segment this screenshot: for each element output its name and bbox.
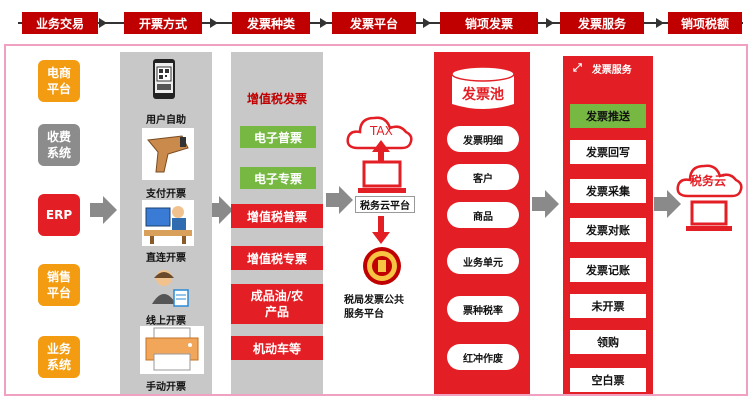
down-arrow-icon bbox=[372, 216, 390, 244]
stage-invoicing-method: 开票方式 bbox=[124, 12, 202, 34]
stage-invoice-type: 发票种类 bbox=[232, 12, 310, 34]
online-user-icon bbox=[152, 270, 189, 307]
service-item: 未开票 bbox=[570, 294, 646, 318]
method-label: 支付开票 bbox=[146, 189, 186, 200]
type-e-general-invoice: 电子普票 bbox=[240, 126, 316, 148]
method-label: 线上开票 bbox=[146, 316, 186, 327]
desk-worker-icon bbox=[142, 200, 194, 246]
output-cloud-icon bbox=[676, 164, 743, 198]
service-item: 发票对账 bbox=[570, 218, 646, 242]
arrow-right bbox=[326, 186, 354, 214]
flow-arrowhead bbox=[210, 18, 218, 28]
pool-item: 票种税率 bbox=[447, 296, 519, 322]
tax-bureau-emblem-icon bbox=[363, 247, 401, 285]
arrow-right bbox=[90, 196, 118, 224]
pool-item: 发票明细 bbox=[447, 126, 519, 152]
service-item: 领购 bbox=[570, 330, 646, 354]
arrow-right bbox=[654, 190, 682, 218]
database-icon bbox=[451, 66, 515, 109]
source-ecommerce: 电商 平台 bbox=[38, 60, 80, 102]
pool-item: 红冲作废 bbox=[447, 344, 519, 370]
invoice-pool-title: 发票池 bbox=[462, 87, 504, 103]
source-erp: ERP bbox=[38, 194, 80, 236]
stage-business-transaction: 业务交易 bbox=[22, 12, 98, 34]
type-vat-general: 增值税普票 bbox=[231, 204, 323, 228]
source-business-system: 业务 系统 bbox=[38, 336, 80, 378]
arrow-right bbox=[212, 196, 240, 224]
vat-invoice-heading: 增值税发票 bbox=[246, 92, 307, 106]
output-tax-cloud-label: 税务云 bbox=[690, 174, 727, 188]
service-item: 发票回写 bbox=[570, 140, 646, 164]
stage-invoice-platform: 发票平台 bbox=[332, 12, 416, 34]
laptop-icon bbox=[358, 160, 406, 193]
type-motor-vehicle: 机动车等 bbox=[231, 336, 323, 360]
flow-arrowhead bbox=[546, 18, 554, 28]
tax-tag: TAX bbox=[370, 124, 393, 138]
method-label: 手动开票 bbox=[146, 382, 186, 393]
method-label: 用户自助 bbox=[146, 115, 186, 126]
printer-icon bbox=[140, 326, 204, 374]
type-oil-agri: 成品油/农 产品 bbox=[231, 284, 323, 324]
pool-item: 商品 bbox=[447, 202, 519, 228]
tax-bureau-platform-label: 税局发票公共 服务平台 bbox=[344, 295, 404, 320]
service-title: 发票服务 bbox=[591, 64, 632, 76]
up-arrow-icon bbox=[372, 140, 390, 168]
flow-arrowhead bbox=[423, 18, 431, 28]
stage-output-tax: 销项税额 bbox=[668, 12, 742, 34]
output-laptop-icon bbox=[686, 200, 732, 231]
flow-arrowhead bbox=[99, 18, 107, 28]
stage-invoice-service: 发票服务 bbox=[560, 12, 644, 34]
tax-cloud-platform-label: 税务云平台 bbox=[355, 196, 415, 213]
service-item: 发票采集 bbox=[570, 179, 646, 203]
method-label: 直连开票 bbox=[146, 253, 186, 264]
type-e-special-invoice: 电子专票 bbox=[240, 167, 316, 189]
service-header: ⤢ 发票服务 bbox=[563, 56, 653, 80]
flow-arrowhead bbox=[656, 18, 664, 28]
arrow-right bbox=[532, 190, 560, 218]
service-item: 发票推送 bbox=[570, 104, 646, 128]
flow-arrowhead bbox=[320, 18, 328, 28]
stage-output-invoice: 销项发票 bbox=[440, 12, 538, 34]
share-icon: ⤢ bbox=[573, 61, 582, 74]
pool-item: 业务单元 bbox=[447, 248, 519, 274]
pool-item: 客户 bbox=[447, 164, 519, 190]
service-item: 发票记账 bbox=[570, 258, 646, 282]
barcode-scanner-icon bbox=[142, 128, 194, 180]
source-billing-system: 收费 系统 bbox=[38, 124, 80, 166]
phone-qr-icon bbox=[153, 59, 175, 99]
source-sales-platform: 销售 平台 bbox=[38, 264, 80, 306]
service-item: 空白票 bbox=[570, 368, 646, 392]
tax-cloud-icon bbox=[346, 116, 413, 150]
type-vat-special: 增值税专票 bbox=[231, 246, 323, 270]
